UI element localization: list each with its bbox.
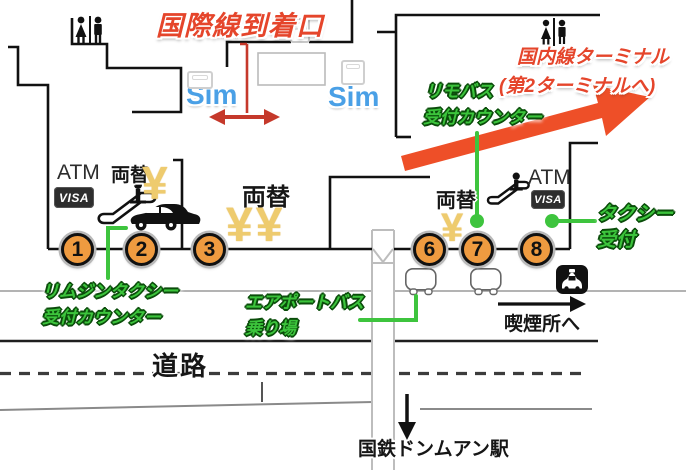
big-right-up-arrow-icon [401, 85, 650, 171]
currency-exchange-label-left: 両替 [111, 165, 150, 186]
restroom-icon [75, 16, 102, 44]
left-right-arrow-icon [209, 42, 280, 125]
taxi-reception-label-line2: 受付 [597, 230, 636, 251]
road-label: 道路 [152, 351, 209, 381]
station-walkway [371, 229, 395, 470]
currency-exchange-label-right: 両替 [436, 190, 476, 212]
kiosk-icon [290, 18, 310, 43]
green-guide-lines [106, 131, 597, 322]
limousine-taxi-label-line1: リムジンタクシー [42, 282, 178, 301]
atm-label-left: ATM [57, 161, 100, 184]
limo-bus-label-line1: リモバス [425, 82, 493, 101]
down-arrow-icon [398, 394, 416, 440]
limo-bus-label-line2: 受付カウンター [423, 108, 542, 127]
car-icon [130, 204, 201, 231]
restroom-icon [541, 18, 566, 46]
yen-symbol-right: ¥ [441, 206, 464, 250]
bus-icon [469, 267, 502, 296]
limo-bus-location-dot [470, 214, 484, 228]
sim-counter-label-right: Sim [328, 81, 380, 112]
international-arrival-label: 国際線到着口 [156, 11, 324, 41]
gate-7: 7 [461, 233, 494, 266]
gate-8: 8 [520, 233, 553, 266]
gate-2: 2 [125, 233, 158, 266]
smoking-area-label: 喫煙所へ [504, 314, 581, 335]
right-arrow-icon [498, 296, 586, 312]
station-label: 国鉄ドンムアン駅 [358, 439, 509, 460]
gate-6: 6 [413, 233, 446, 266]
yen-symbols-mid: ¥¥ [226, 199, 286, 252]
atm-label-right: ATM [528, 166, 571, 189]
taxi-reception-location-dot [545, 214, 559, 228]
escalator-icon [97, 181, 157, 225]
airport-bus-label-line1: エアポートバス [245, 293, 364, 312]
domestic-terminal-label-line1: 国内線ターミナル [517, 47, 670, 68]
limousine-taxi-label-line2: 受付カウンター [42, 308, 161, 327]
sim-kiosk-icon [341, 60, 365, 85]
visa-badge-right: VISA [531, 190, 565, 209]
currency-exchange-label-mid: 両替 [242, 184, 290, 211]
escalator-icon [486, 172, 530, 205]
bus-icon [404, 267, 437, 296]
gate-3: 3 [193, 233, 226, 266]
yen-symbol-left: ¥ [142, 157, 168, 209]
kiosk-icon-screen [293, 22, 307, 30]
taxi-stand-icon [556, 265, 588, 294]
counter-outline [257, 52, 326, 86]
taxi-reception-label-line1: タクシー [597, 204, 674, 225]
airport-bus-label-line2: 乗り場 [245, 319, 296, 338]
sim-kiosk-icon [187, 71, 213, 89]
gate-1: 1 [61, 233, 94, 266]
visa-badge-left: VISA [54, 187, 94, 208]
domestic-terminal-label-line2: (第2ターミナルへ) [499, 76, 656, 97]
